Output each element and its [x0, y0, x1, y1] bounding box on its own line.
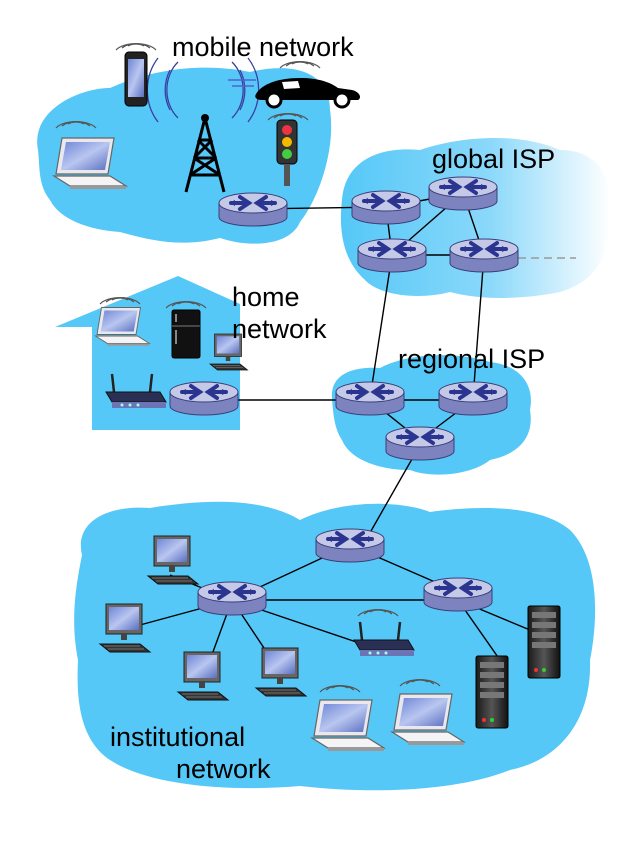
global-router-1 [350, 189, 422, 226]
smartphone-icon [115, 42, 157, 107]
institutional-router-1 [314, 527, 386, 564]
mobile-router [217, 191, 289, 228]
regional-router-1 [334, 380, 406, 417]
institutional-router-3 [422, 576, 494, 613]
institutional-router-2 [196, 580, 268, 617]
server-icon-1 [527, 605, 561, 679]
server-icon-2 [475, 655, 509, 729]
global-router-2 [427, 175, 499, 212]
home-network-label-line1: home [232, 282, 300, 312]
refrigerator-icon [165, 300, 207, 359]
regional-router-2 [437, 380, 509, 417]
institutional-network-label-line2: network [176, 754, 271, 784]
regional-router-3 [384, 425, 456, 462]
traffic-light-icon [267, 112, 309, 186]
global-router-3 [356, 237, 428, 274]
home-router [168, 380, 240, 417]
global-router-4 [448, 237, 520, 274]
regional-isp-label: regional ISP [398, 344, 545, 374]
institutional-network-cloud [74, 501, 596, 791]
car-icon [228, 60, 360, 109]
home-network-label-line2: network [232, 314, 327, 344]
global-isp-label: global ISP [432, 144, 555, 174]
mobile-network-label: mobile network [172, 32, 354, 62]
institutional-network-label-line1: institutional [110, 722, 245, 752]
